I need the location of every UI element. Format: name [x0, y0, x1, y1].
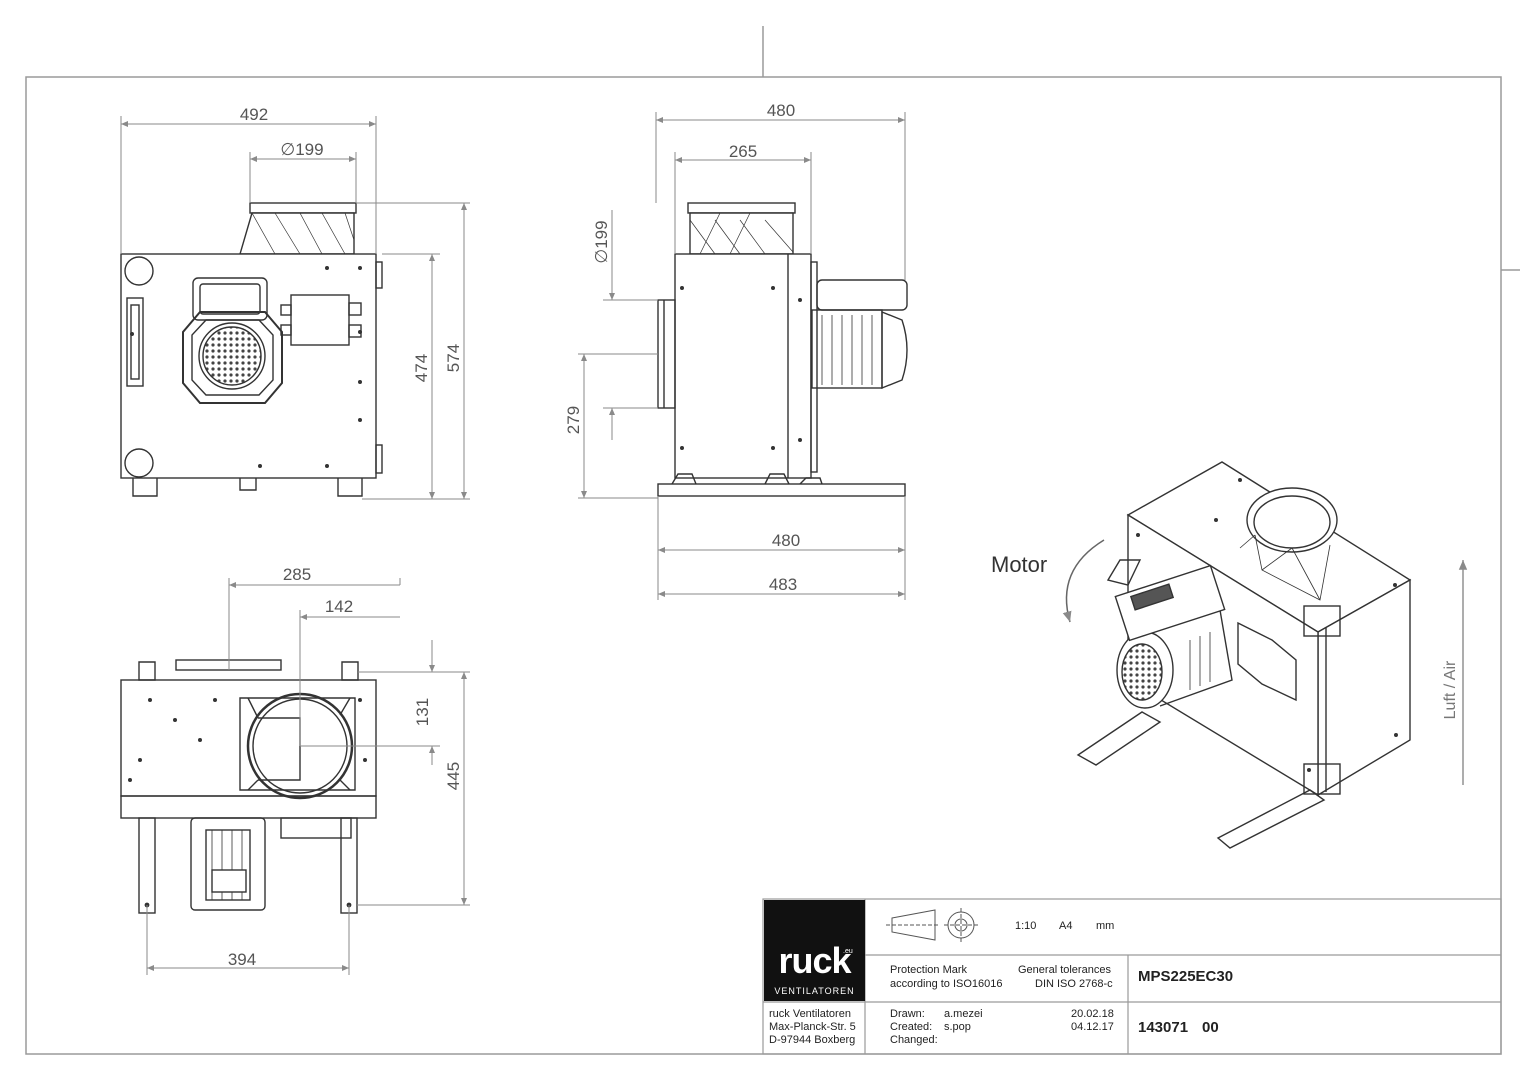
- logo-wordmark: ruck: [778, 940, 851, 981]
- tolerances-line2: DIN ISO 2768-c: [1035, 978, 1113, 990]
- created-by: s.pop: [944, 1021, 971, 1033]
- address-line3: D-97944 Boxberg: [769, 1034, 856, 1046]
- dim-side-279: 279: [564, 406, 583, 434]
- top-dim-lines: [146, 578, 470, 975]
- dim-top-445: 445: [444, 762, 463, 790]
- drawn-label: Drawn:: [890, 1008, 925, 1020]
- dim-front-199: ∅199: [280, 140, 323, 159]
- dim-front-474: 474: [412, 354, 431, 382]
- product-name: MPS225EC30: [1138, 968, 1234, 985]
- rotation-arrow: [1062, 539, 1105, 623]
- dim-top-131: 131: [413, 698, 432, 726]
- dim-top-142: 142: [325, 597, 353, 616]
- projection-symbol-icon: [886, 908, 978, 942]
- dim-front-492: 492: [240, 105, 268, 124]
- unit: mm: [1096, 920, 1115, 932]
- top-view: [120, 659, 377, 914]
- address-line2: Max-Planck-Str. 5: [769, 1021, 856, 1033]
- front-dim-lines: [120, 116, 470, 500]
- iso-view: [1076, 461, 1412, 849]
- drawn-by: a.mezei: [944, 1008, 983, 1020]
- revision: 00: [1202, 1019, 1219, 1036]
- tolerances-line1: General tolerances: [1018, 964, 1111, 976]
- address-line1: ruck Ventilatoren: [769, 1008, 851, 1020]
- dim-side-265: 265: [729, 142, 757, 161]
- created-label: Created:: [890, 1021, 933, 1033]
- paper-size: A4: [1059, 920, 1073, 932]
- drawn-date: 20.02.18: [1071, 1008, 1114, 1020]
- title-block-frame: [762, 898, 1502, 1055]
- dim-front-574: 574: [444, 344, 463, 372]
- dim-side-480-base: 480: [772, 531, 800, 550]
- logo-eu: .eu: [843, 948, 853, 955]
- dim-side-199: ∅199: [592, 220, 611, 263]
- dim-top-394: 394: [228, 950, 256, 969]
- side-view: [657, 202, 908, 497]
- dim-side-483: 483: [769, 575, 797, 594]
- ruck-logo: ruck .eu VENTILATOREN: [764, 900, 865, 1001]
- side-dim-lines: [578, 112, 906, 600]
- drawing-number: 143071: [1138, 1019, 1189, 1036]
- scale-value: 1:10: [1015, 920, 1037, 932]
- airflow-label: Luft / Air: [1442, 660, 1459, 719]
- front-view: [120, 202, 383, 497]
- created-date: 04.12.17: [1071, 1021, 1114, 1033]
- logo-subtitle: VENTILATOREN: [774, 986, 855, 996]
- motor-label: Motor: [991, 552, 1047, 577]
- dim-side-480-top: 480: [767, 101, 795, 120]
- protection-mark-line2: according to ISO16016: [890, 978, 1003, 990]
- dim-top-285: 285: [283, 565, 311, 584]
- protection-mark-line1: Protection Mark: [890, 964, 968, 976]
- changed-label: Changed:: [890, 1034, 938, 1046]
